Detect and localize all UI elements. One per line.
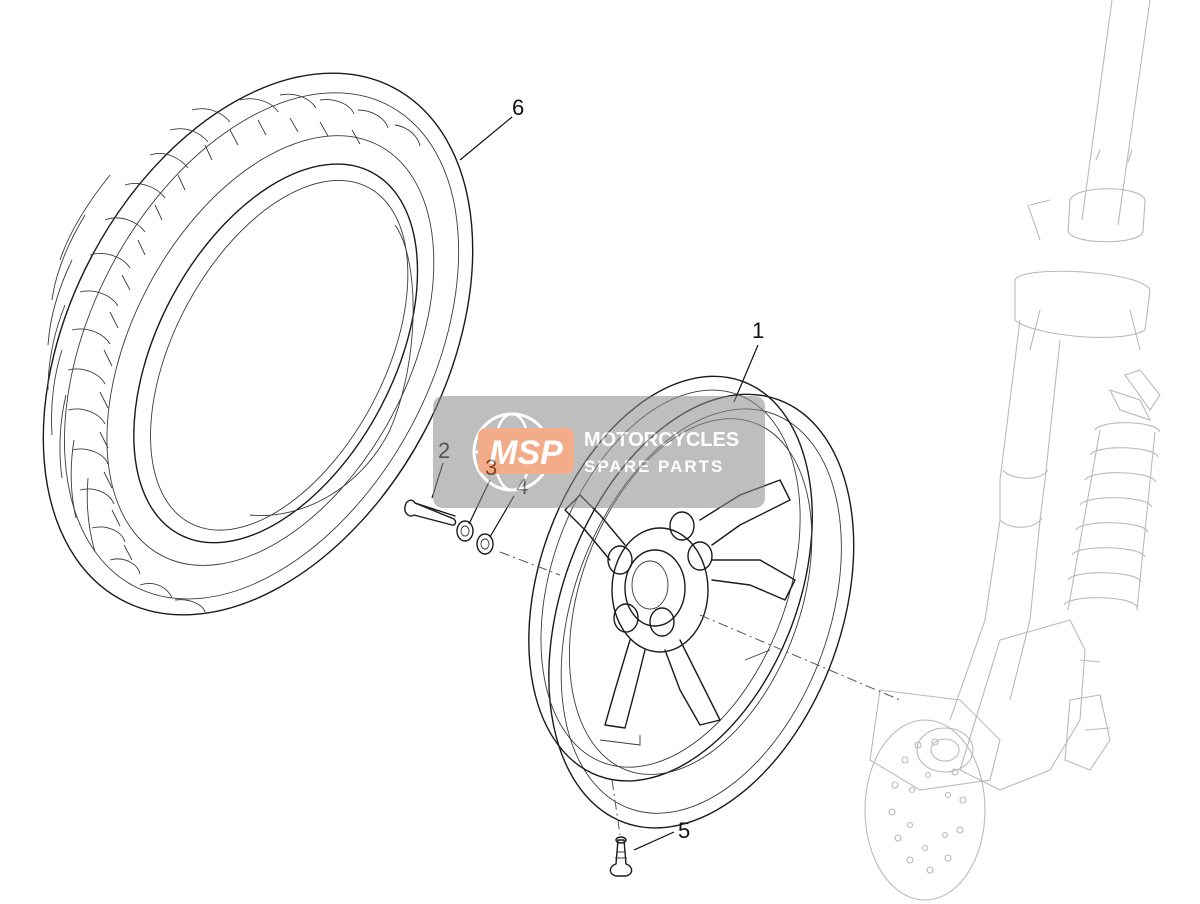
washer-3 — [456, 520, 474, 542]
washer-4 — [476, 533, 494, 555]
watermark-box — [433, 396, 765, 508]
leader-1 — [733, 344, 759, 403]
watermark-badge — [478, 428, 574, 474]
callout-5: 5 — [678, 818, 690, 843]
callout-6: 6 — [512, 95, 524, 120]
callout-1: 1 — [752, 318, 764, 343]
front-fork-assembly — [864, 0, 1161, 901]
watermark-logo: MSP — [489, 434, 563, 472]
tire — [42, 72, 474, 616]
tread-pattern — [47, 93, 421, 613]
tire-valve — [609, 836, 633, 877]
leader-6 — [459, 116, 513, 161]
leader-5 — [633, 831, 675, 851]
watermark-line2: SPARE PARTS — [584, 457, 724, 476]
valve-centerline — [611, 779, 621, 836]
axle-centerline — [499, 551, 901, 701]
watermark-line1: MOTORCYCLES — [584, 429, 739, 451]
axle-bolt — [404, 499, 457, 526]
watermark: MSP MOTORCYCLES SPARE PARTS — [433, 396, 765, 508]
